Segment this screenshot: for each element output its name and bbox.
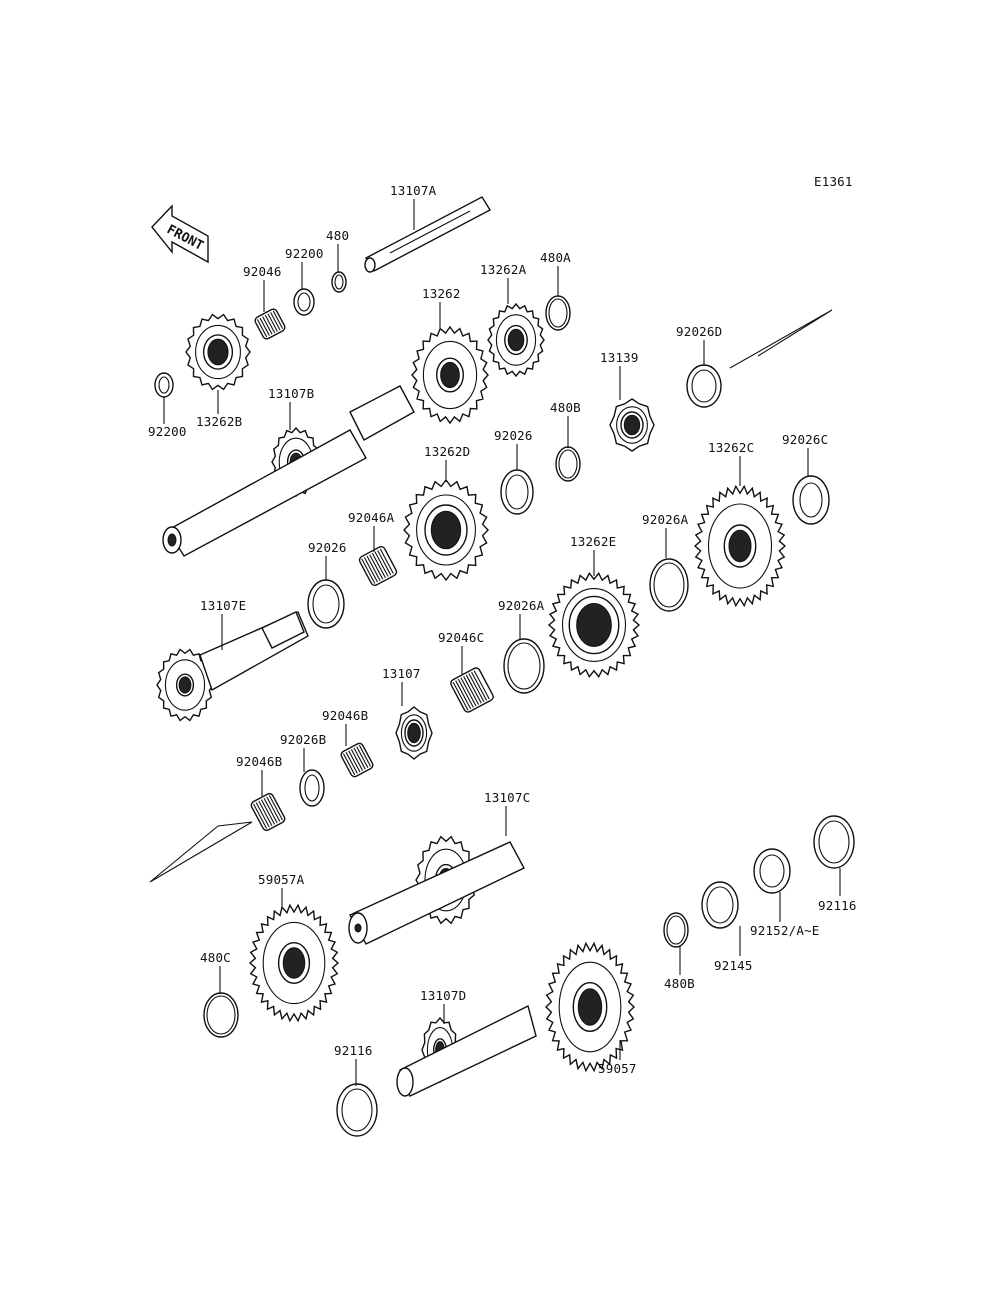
part-label-l92116: 92116 [818,898,857,913]
part-label-l13262C: 13262C [708,440,754,455]
part-labels: 13107A48092200920461326213262A480A92026D… [148,183,857,1076]
part-13107E-gear [156,648,214,722]
part-label-l92046Bb: 92046B [236,754,282,769]
part-92152-collar [753,848,791,894]
part-92026A-washer [649,558,689,612]
part-label-l92026C: 92026C [782,432,828,447]
part-13262C-gear [693,484,787,608]
part-92046-bearing [254,308,286,340]
part-label-l59057: 59057 [598,1061,637,1076]
part-92145-washer [701,881,739,929]
gear-group [154,271,855,1137]
part-13107-collar [395,706,433,760]
part-label-l92046A: 92046A [348,510,395,525]
part-92200-washer [293,288,315,316]
part-13139-collar [609,398,655,452]
leader-lines [163,199,841,1086]
part-label-l480C: 480C [200,950,231,965]
part-13107C-shaft [348,841,525,945]
part-label-l480Bb: 480B [664,976,695,991]
part-label-l13107A: 13107A [390,183,437,198]
part-59057A-gear [248,903,340,1023]
part-13107A-shaft [364,196,491,273]
part-480-ring [331,271,347,293]
part-92116-bearing [813,815,855,869]
part-92026-washer-b [307,579,345,629]
part-13107E-shaft [199,611,309,692]
part-92116-bearing-b [336,1083,378,1137]
diagram-code: E1361 [814,174,853,189]
front-arrow-icon: FRONT [151,204,209,264]
part-92046C-bearing [450,667,494,713]
part-label-l59057A: 59057A [258,872,305,887]
part-label-l92026D: 92026D [676,324,722,339]
part-label-l13107B: 13107B [268,386,314,401]
part-label-l92026B: 92026B [280,732,326,747]
part-92200-washer-b [154,372,174,398]
part-label-l92200b: 92200 [148,424,187,439]
part-label-l13107E: 13107E [200,598,246,613]
part-label-l13262A: 13262A [480,262,527,277]
part-92046B-bearing [340,742,374,778]
part-label-l13107C: 13107C [484,790,530,805]
part-13107D-shaft [396,1004,537,1097]
part-59057-gear [544,941,636,1073]
part-label-l13107D: 13107D [420,988,466,1003]
part-label-l92200a: 92200 [285,246,324,261]
part-13107B-shaft [162,385,415,557]
part-label-l92152: 92152/A~E [750,923,820,938]
part-label-l480A: 480A [540,250,571,265]
part-label-l92145: 92145 [714,958,753,973]
part-label-l92026b: 92026 [308,540,347,555]
part-label-l92046B: 92046B [322,708,368,723]
part-label-l13262D: 13262D [424,444,470,459]
part-92026-washer [500,469,534,515]
part-label-l92046: 92046 [243,264,282,279]
part-label-l92026A: 92026A [642,512,689,527]
part-92026A-washer-b [503,638,545,694]
part-label-l13262E: 13262E [570,534,616,549]
part-92046B-bearing-b [250,792,286,832]
part-480B-ring [555,446,581,482]
part-label-l92116b: 92116 [334,1043,373,1058]
part-label-l480B: 480B [550,400,581,415]
part-480A-ring [545,295,571,331]
part-13262E-gear [547,572,641,678]
part-92026B-collar [299,769,325,807]
part-13262B-gear [185,313,251,391]
part-480C-ring [203,992,239,1038]
part-13262A-gear [487,302,545,378]
part-label-l13107: 13107 [382,666,421,681]
part-92026C-washer [792,475,830,525]
part-92046A-bearing [358,546,398,586]
part-label-l92026: 92026 [494,428,533,443]
axis-guide-lines [149,309,833,883]
part-13262D-gear [403,478,489,582]
part-label-l92046C: 92046C [438,630,484,645]
part-label-l92026Ab: 92026A [498,598,545,613]
part-480B-ring-b [663,912,689,948]
part-label-l13139: 13139 [600,350,639,365]
part-92026D-washer [686,364,722,408]
part-13262-gear [411,325,489,425]
part-label-l480: 480 [326,228,349,243]
part-label-l13262B: 13262B [196,414,242,429]
part-label-l13262: 13262 [422,286,461,301]
